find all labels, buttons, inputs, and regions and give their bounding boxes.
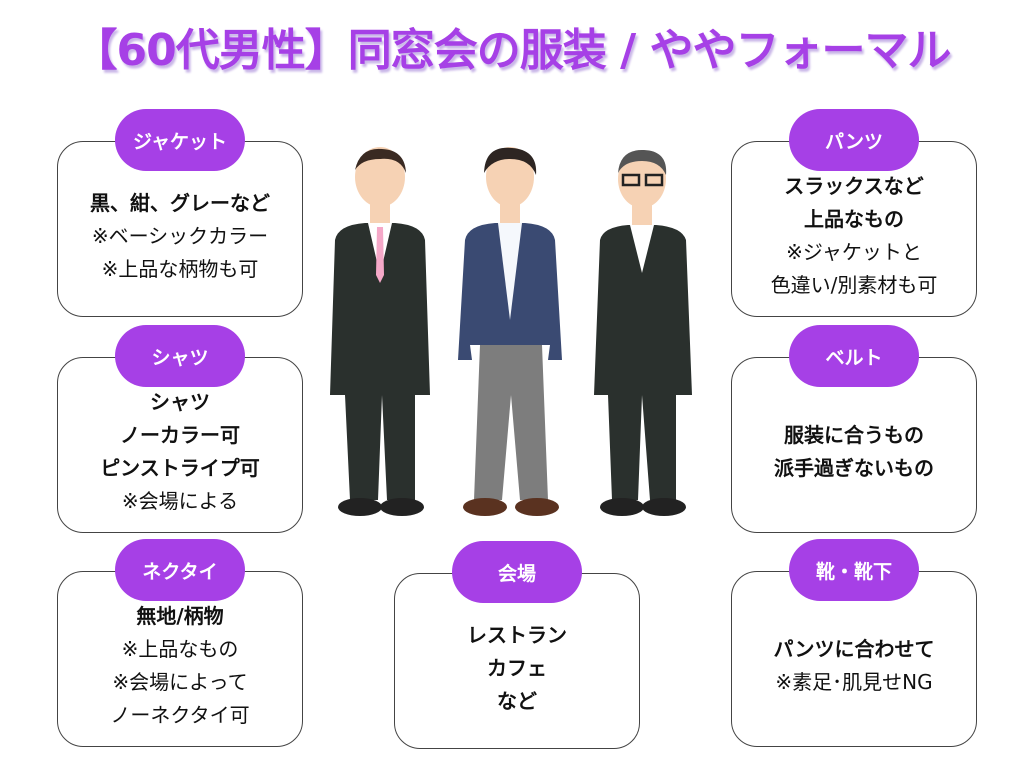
jacket-text-line: ※上品な柄物も可 bbox=[101, 256, 259, 281]
pants-text-line: ※ジャケットと bbox=[786, 240, 922, 264]
belt-card: ベルト服装に合うもの派手過ぎないもの bbox=[731, 325, 977, 533]
shoes-text-line: パンツに合わせて bbox=[773, 637, 935, 661]
necktie-text-line: ※会場によって bbox=[112, 670, 248, 694]
belt-text-line: 派手過ぎないもの bbox=[774, 456, 934, 480]
necktie-text-line: ※上品なもの bbox=[121, 637, 239, 661]
shirt-card: シャツシャツノーカラー可ピンストライプ可※会場による bbox=[57, 325, 303, 533]
necktie-text-line: 無地/柄物 bbox=[136, 604, 224, 628]
venue-text-line: カフェ bbox=[487, 655, 547, 680]
shirt-text-line: ノーカラー可 bbox=[120, 423, 240, 447]
jacket-text-line: 黒、紺、グレーなど bbox=[90, 190, 270, 215]
shoes-text-line: ※素足･肌見せNG bbox=[775, 670, 933, 694]
page-title: 【60代男性】同窓会の服装 / ややフォーマル bbox=[73, 25, 952, 76]
necktie-card: ネクタイ無地/柄物 ※上品なもの ※会場によってノーネクタイ可 bbox=[57, 539, 303, 747]
shirt-text-line: ピンストライプ可 bbox=[100, 456, 260, 480]
necktie-label-badge: ネクタイ bbox=[115, 539, 245, 601]
necktie-text-line: ノーネクタイ可 bbox=[110, 703, 250, 727]
belt-text-line: 服装に合うもの bbox=[784, 423, 924, 447]
pants-text-line: 色違い/別素材も可 bbox=[770, 273, 938, 297]
three-men-illustration bbox=[330, 147, 692, 516]
pants-card: パンツスラックスなど上品なもの ※ジャケットと色違い/別素材も可 bbox=[731, 109, 977, 317]
man-right-figure bbox=[594, 149, 692, 516]
shoes-card: 靴・靴下パンツに合わせて ※素足･肌見せNG bbox=[731, 539, 977, 747]
jacket-label-badge: ジャケット bbox=[114, 109, 246, 171]
venue-card: 会場レストランカフェなど bbox=[394, 541, 640, 749]
pants-text-line: 上品なもの bbox=[804, 207, 904, 231]
shirt-text-line: シャツ bbox=[150, 390, 210, 414]
man-center-figure bbox=[458, 147, 562, 516]
belt-label-badge: ベルト bbox=[789, 325, 919, 387]
venue-text-line: など bbox=[497, 688, 537, 713]
venue-label-badge: 会場 bbox=[452, 541, 582, 603]
pants-text-line: スラックスなど bbox=[784, 174, 924, 198]
shoes-label-badge: 靴・靴下 bbox=[789, 539, 919, 601]
jacket-text-line: ※ベーシックカラー bbox=[91, 223, 269, 248]
shirt-label-badge: シャツ bbox=[115, 325, 245, 387]
man-left-figure bbox=[330, 147, 430, 516]
shirt-text-line: ※会場による bbox=[121, 489, 239, 513]
venue-text-line: レストラン bbox=[467, 622, 567, 647]
jacket-card: ジャケット黒、紺、グレーなど ※ベーシックカラー ※上品な柄物も可 bbox=[57, 109, 303, 317]
pants-label-badge: パンツ bbox=[789, 109, 919, 171]
